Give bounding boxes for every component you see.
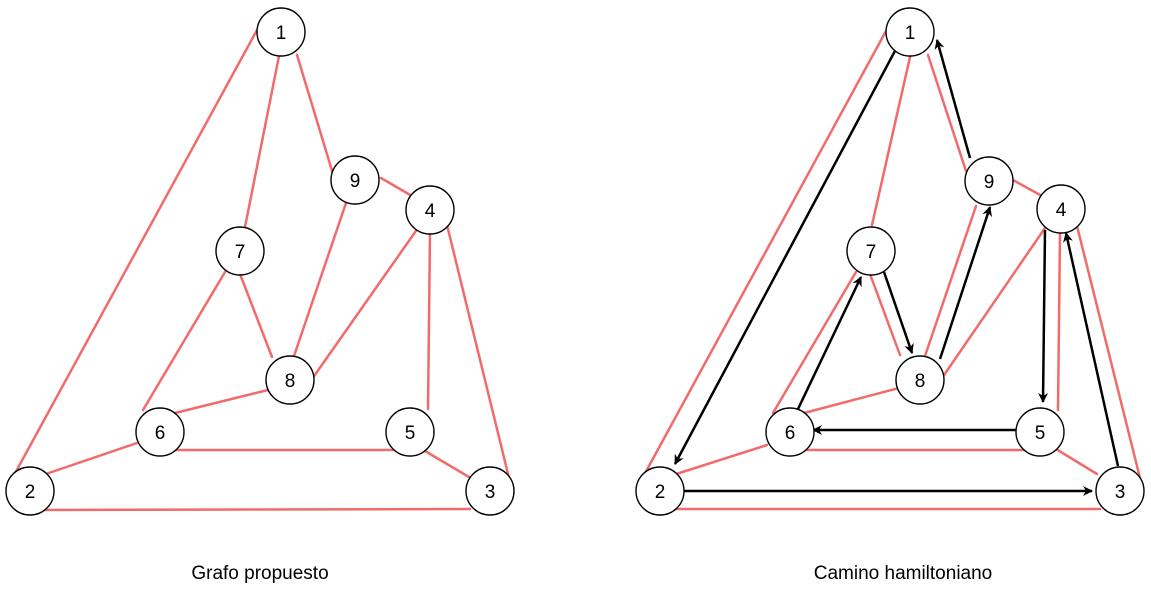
hamiltonian-graph: 1 9 4 7 8 6 5 2 3 Camino hamiltoniano (635, 7, 1145, 584)
h-node-4: 4 (1036, 184, 1086, 234)
node-1-label: 1 (276, 23, 287, 44)
node-5: 5 (385, 407, 435, 457)
node-2-label: 2 (25, 482, 36, 503)
path-6-7 (796, 276, 863, 410)
node-4: 4 (405, 185, 455, 235)
h-node-7: 7 (846, 226, 896, 276)
edge-1-2 (11, 28, 259, 479)
path-4-5 (1038, 229, 1049, 403)
h-node-1-label: 1 (905, 23, 916, 44)
hamiltonian-graph-caption: Camino hamiltoniano (814, 563, 993, 584)
node-3-label: 3 (485, 482, 496, 503)
node-9: 9 (330, 155, 380, 205)
h-node-9: 9 (964, 156, 1014, 206)
edge-7-6 (141, 270, 227, 412)
proposed-nodes: 1 9 4 7 8 6 5 2 3 (5, 7, 515, 516)
h-node-3-label: 3 (1115, 482, 1126, 503)
h-node-5: 5 (1015, 407, 1065, 457)
node-7: 7 (215, 226, 265, 276)
proposed-graph-caption: Grafo propuesto (191, 563, 328, 584)
node-2: 2 (5, 466, 55, 516)
h-node-9-label: 9 (984, 172, 995, 193)
h-edge-1-9 (926, 53, 968, 173)
h-node-7-label: 7 (866, 242, 877, 263)
h-edge-7-6 (771, 270, 858, 415)
h-edge-6-2 (668, 443, 769, 478)
path-1-2 (673, 48, 898, 465)
edge-8-4 (310, 226, 420, 381)
node-1: 1 (256, 7, 306, 57)
h-node-6: 6 (765, 407, 815, 457)
path-3-4 (1063, 232, 1120, 467)
path-7-8 (882, 271, 914, 354)
node-5-label: 5 (405, 423, 416, 444)
edge-5-4 (426, 230, 432, 411)
h-edge-1-7 (870, 55, 912, 227)
edge-9-4 (379, 176, 414, 198)
h-edge-5-4 (1056, 229, 1062, 412)
edge-1-7 (243, 54, 281, 229)
path-9-1 (934, 39, 972, 159)
proposed-edges (11, 28, 511, 512)
proposed-graph: 1 9 4 7 8 6 5 2 3 Grafo propuesto (5, 7, 515, 584)
h-edge-4-3 (1074, 220, 1142, 480)
node-7-label: 7 (235, 242, 246, 263)
node-8: 8 (265, 355, 315, 405)
h-edge-7-8 (868, 272, 902, 357)
edge-8-6 (169, 387, 274, 416)
h-node-6-label: 6 (785, 423, 796, 444)
node-4-label: 4 (425, 201, 436, 222)
edge-5-3 (423, 449, 471, 479)
h-edge-8-6 (802, 386, 901, 415)
node-3: 3 (465, 466, 515, 516)
h-edge-9-8 (923, 204, 978, 358)
edge-7-8 (238, 272, 274, 359)
path-8-9 (938, 206, 992, 360)
edge-1-9 (295, 53, 335, 176)
edge-9-8 (292, 201, 348, 358)
h-node-8-label: 8 (915, 371, 926, 392)
h-node-1: 1 (885, 7, 935, 57)
h-node-8: 8 (895, 355, 945, 405)
h-edge-9-4 (1011, 178, 1044, 198)
h-node-5-label: 5 (1035, 423, 1046, 444)
h-edge-8-4 (940, 226, 1047, 380)
h-node-2: 2 (635, 466, 685, 516)
edge-2-3 (42, 507, 472, 512)
hamiltonian-path (673, 39, 1120, 496)
h-node-2-label: 2 (655, 482, 666, 503)
hamiltonian-edges (641, 29, 1142, 511)
edge-4-3 (445, 223, 511, 480)
h-node-3: 3 (1095, 466, 1145, 516)
hamiltonian-nodes: 1 9 4 7 8 6 5 2 3 (635, 7, 1145, 516)
h-node-4-label: 4 (1056, 200, 1067, 221)
node-8-label: 8 (285, 371, 296, 392)
h-edge-outer-left (641, 29, 888, 479)
node-6: 6 (135, 407, 185, 457)
h-edge-5-3 (1054, 447, 1099, 476)
edge-6-2 (41, 441, 139, 477)
node-6-label: 6 (155, 423, 166, 444)
node-9-label: 9 (350, 171, 361, 192)
